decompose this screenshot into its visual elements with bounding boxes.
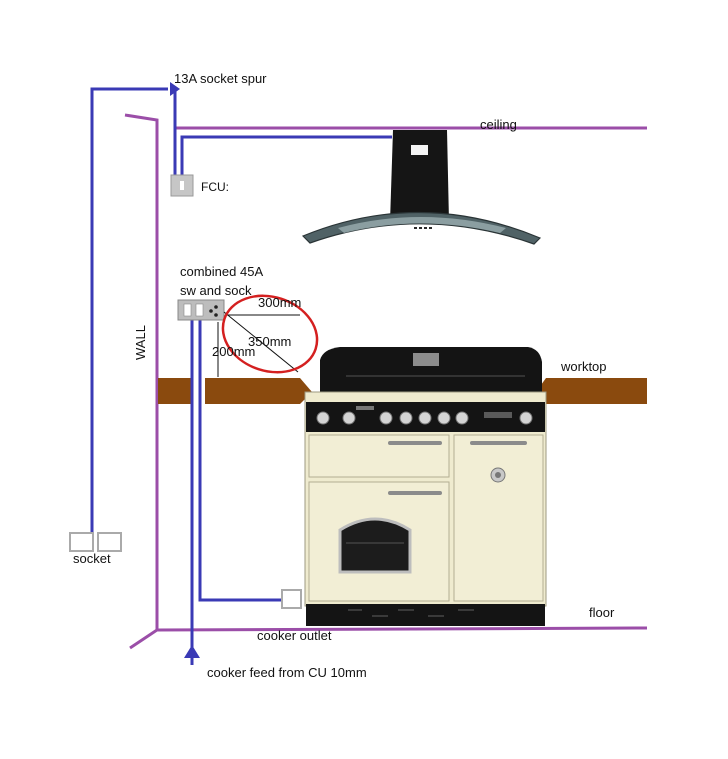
wall-label: WALL [133,325,148,360]
floor-line [156,626,648,632]
combined-label-line2: sw and sock [180,283,252,298]
ceiling-label: ceiling [480,117,517,132]
worktop-label: worktop [560,359,607,374]
cooker-outlet-box [281,589,302,609]
cable-runs [90,87,392,665]
socket-spur-cable [90,87,168,533]
dimension-350mm: 350mm [248,334,291,349]
socket-label: socket [73,551,111,566]
fcu-box [170,174,194,197]
cooker-switch-socket [177,299,225,321]
cooker-outlet-label: cooker outlet [257,628,332,643]
double-socket [69,532,122,552]
hood-supply-cable [180,135,392,178]
wall-line [124,113,159,650]
combined-label-line1: combined 45A [180,264,263,279]
fcu-label: FCU: [201,180,229,194]
cooker-hood-icon [301,130,542,245]
dimension-200mm: 200mm [212,344,255,359]
floor-label: floor [589,605,615,620]
socket-spur-arrowhead [170,82,180,96]
cooker-feed-arrowhead [184,645,200,658]
clearance-zone-ellipse [221,294,319,374]
dimension-lines [217,311,300,377]
building-structure [124,113,648,650]
worktop-left-stub [158,378,192,404]
socket-spur-label: 13A socket spur [174,71,267,86]
worktop-surface [158,378,647,404]
cooker-outlet-cable [198,318,282,602]
cooker-feed-label: cooker feed from CU 10mm [207,665,367,680]
range-cooker-icon [304,347,547,626]
dimension-300mm: 300mm [258,295,301,310]
worktop-right [536,378,647,404]
worktop-left [205,378,312,404]
